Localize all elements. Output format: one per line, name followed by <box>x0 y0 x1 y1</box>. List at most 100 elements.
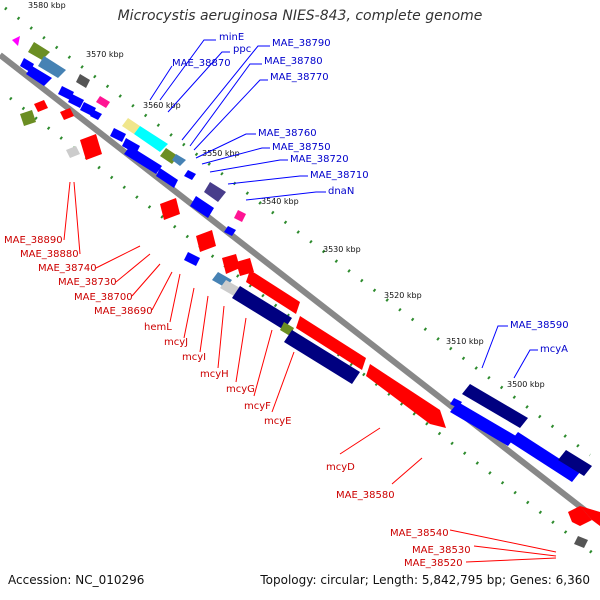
leader-line <box>465 557 557 563</box>
leader-line <box>245 191 326 201</box>
leader-line <box>131 263 161 297</box>
gene-arrow <box>184 252 200 266</box>
gene-label: MAE_38520 <box>404 558 463 569</box>
gene-arrow <box>220 280 240 296</box>
leader-line <box>181 45 270 141</box>
leader-line <box>253 329 273 397</box>
gene-label: ppc <box>233 44 251 55</box>
leader-line <box>151 271 173 311</box>
leader-line <box>149 65 173 101</box>
gene-arrow <box>196 230 216 252</box>
gene-arrow <box>38 56 66 78</box>
leader-line <box>183 287 195 339</box>
tick-label: 3510 kbp <box>446 337 484 346</box>
reverse-leaders <box>63 181 557 563</box>
map-title: Microcystis aeruginosa NIES-843, complet… <box>117 8 483 24</box>
leader-line <box>339 427 381 455</box>
gene-label: MAE_38890 <box>4 235 63 246</box>
leader-line <box>449 529 557 553</box>
gene-arrow <box>574 536 588 548</box>
gene-arrow <box>58 86 74 100</box>
genome-backbone <box>0 52 600 525</box>
reverse-genes <box>20 100 600 548</box>
gene-label: MAE_38690 <box>94 306 153 317</box>
gene-arrow <box>66 146 80 158</box>
gene-arrow <box>296 316 366 370</box>
gene-arrow <box>12 36 20 46</box>
leader-line <box>167 51 230 113</box>
gene-label: MAE_38880 <box>20 249 79 260</box>
gene-arrow <box>26 66 52 86</box>
gene-arrow <box>80 102 96 116</box>
gene-label: MAE_38790 <box>272 38 331 49</box>
gene-arrow <box>568 506 592 526</box>
gene-arrow <box>134 126 168 152</box>
gene-arrow <box>510 432 580 482</box>
leader-line <box>201 147 270 165</box>
gene-arrow <box>76 74 90 88</box>
gene-arrow <box>246 270 300 314</box>
gene-label: mcyI <box>182 352 206 363</box>
gene-label: MAE_38580 <box>336 490 395 501</box>
tick-label: 3500 kbp <box>507 380 545 389</box>
gene-label: mcyH <box>200 369 229 380</box>
gene-arrow <box>124 146 162 174</box>
gene-label: MAE_38730 <box>58 277 117 288</box>
gene-label: hemL <box>144 322 172 333</box>
gene-arrow <box>96 96 110 108</box>
gene-arrow <box>184 170 196 180</box>
ruler-dots-outer <box>4 6 591 457</box>
leader-line <box>73 181 81 255</box>
gene-arrow <box>204 182 226 202</box>
gene-label: MAE_38700 <box>74 292 133 303</box>
gene-arrow <box>28 42 50 60</box>
leader-line <box>189 63 262 147</box>
tick-label: 3580 kbp <box>28 1 66 10</box>
accession-text: Accession: NC_010296 <box>8 573 145 587</box>
gene-label: mcyE <box>264 416 291 427</box>
gene-label: MAE_38740 <box>38 263 97 274</box>
gene-arrow <box>156 168 178 188</box>
gene-arrow <box>222 254 240 274</box>
tick-label: 3560 kbp <box>143 101 181 110</box>
gene-arrow <box>558 450 592 476</box>
gene-arrow <box>172 154 186 166</box>
gene-label: MAE_38720 <box>290 154 349 165</box>
gene-label: mcyG <box>226 384 255 395</box>
gene-label: MAE_38750 <box>272 142 331 153</box>
gene-label: mcyF <box>244 401 271 412</box>
genome-summary: Topology: circular; Length: 5,842,795 bp… <box>260 573 590 587</box>
gene-label: MAE_38590 <box>510 320 569 331</box>
gene-label: dnaN <box>328 186 354 197</box>
gene-arrow <box>122 118 140 134</box>
leader-line <box>271 351 295 413</box>
gene-arrow <box>284 330 360 384</box>
gene-label: mcyA <box>540 344 568 355</box>
gene-arrow <box>34 100 48 112</box>
leader-line <box>473 545 557 557</box>
gene-label: MAE_38710 <box>310 170 369 181</box>
tick-label: 3540 kbp <box>261 197 299 206</box>
gene-arrow <box>60 108 74 120</box>
leader-line <box>227 175 308 185</box>
gene-arrow <box>450 402 516 446</box>
gene-arrow <box>366 364 446 428</box>
leader-line <box>63 181 71 241</box>
gene-label: MAE_38760 <box>258 128 317 139</box>
gene-arrow <box>232 286 292 330</box>
leader-line <box>95 245 141 269</box>
tick-label: 3570 kbp <box>86 50 124 59</box>
gene-arrow <box>224 226 236 236</box>
gene-label: MAE_38780 <box>264 56 323 67</box>
gene-label: MAE_38540 <box>390 528 449 539</box>
leader-line <box>195 133 256 159</box>
leader-line <box>115 253 151 283</box>
leader-line <box>235 317 247 383</box>
gene-arrow <box>80 134 102 160</box>
tick-label: 3520 kbp <box>384 291 422 300</box>
gene-arrow <box>90 110 102 120</box>
gene-label: minE <box>219 32 244 43</box>
gene-arrow <box>68 94 84 108</box>
reverse-labels: MAE_38890 MAE_38880 MAE_38740 MAE_38730 … <box>4 235 471 569</box>
leader-line <box>199 295 209 353</box>
